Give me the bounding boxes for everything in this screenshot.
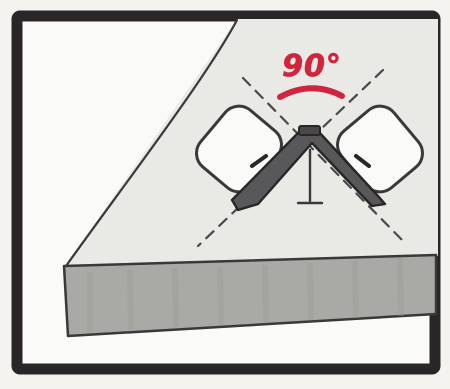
- angle-label: 90°: [282, 49, 342, 84]
